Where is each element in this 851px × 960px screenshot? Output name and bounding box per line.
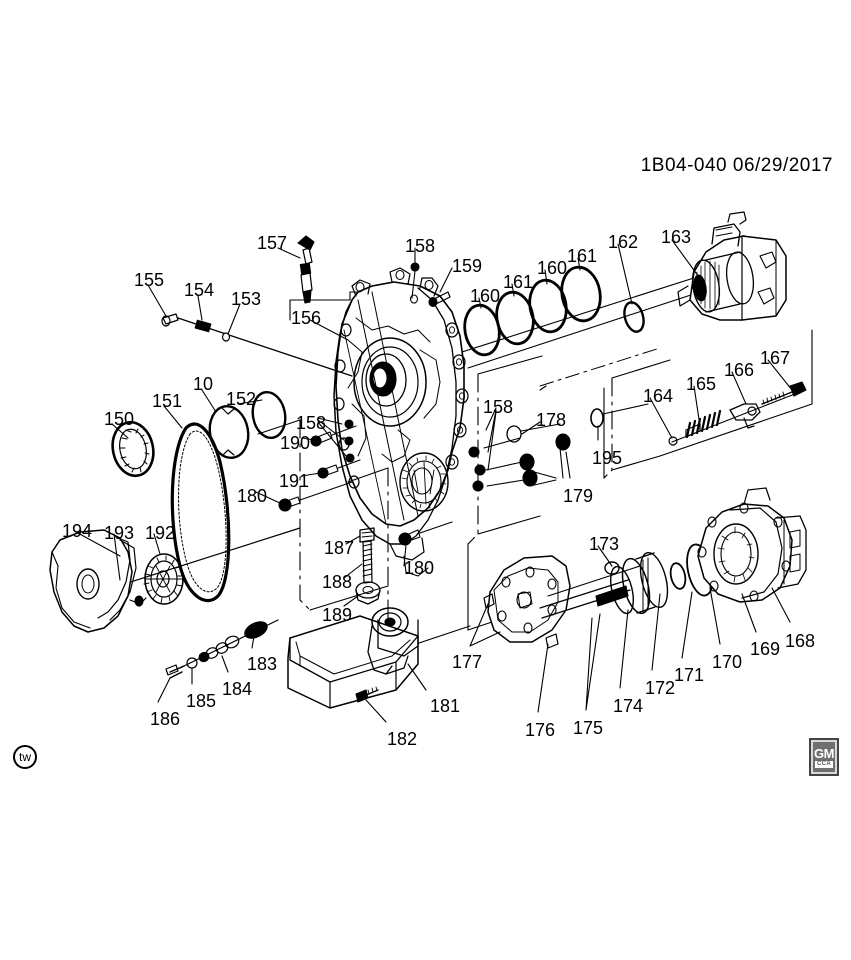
callout-177: 177 xyxy=(452,652,483,672)
callout-158a: 158 xyxy=(405,236,436,256)
callout-187: 187 xyxy=(324,538,355,558)
callout-173: 173 xyxy=(589,534,620,554)
part-151-chain xyxy=(170,422,231,603)
drawing-code-label: 1B04-040 06/29/2017 xyxy=(640,155,833,176)
callout-157: 157 xyxy=(257,233,288,253)
main-shaft xyxy=(461,275,701,387)
callout-166: 166 xyxy=(724,360,755,380)
leader-lines xyxy=(75,239,793,723)
callout-151: 151 xyxy=(152,391,183,411)
callout-10: 10 xyxy=(193,374,214,394)
callout-174: 174 xyxy=(613,696,644,716)
callout-171: 171 xyxy=(674,665,705,685)
parts-183-186-shaft xyxy=(165,619,279,679)
callout-165: 165 xyxy=(686,374,717,394)
callout-183: 183 xyxy=(247,654,278,674)
callout-160a: 160 xyxy=(470,286,501,306)
callout-156: 156 xyxy=(291,308,322,328)
callout-161b: 161 xyxy=(567,246,598,266)
callout-179: 179 xyxy=(563,486,594,506)
callout-162: 162 xyxy=(608,232,639,252)
callout-164: 164 xyxy=(643,386,674,406)
callout-168: 168 xyxy=(785,631,816,651)
callout-175: 175 xyxy=(573,718,604,738)
callout-167: 167 xyxy=(760,348,791,368)
callout-154: 154 xyxy=(184,280,215,300)
callout-192: 192 xyxy=(145,523,176,543)
callout-155: 155 xyxy=(134,270,165,290)
parts-160-161-rings xyxy=(463,265,602,357)
callout-180b: 180 xyxy=(404,558,435,578)
parts-164-167-spring-bolt xyxy=(668,381,807,446)
callout-161a: 161 xyxy=(503,272,534,292)
callout-188: 188 xyxy=(322,572,353,592)
part-152-ring xyxy=(251,390,287,440)
callout-190: 190 xyxy=(280,433,311,453)
callout-182: 182 xyxy=(387,729,418,749)
callout-169: 169 xyxy=(750,639,781,659)
parts-190-191-bolts xyxy=(278,425,453,546)
section-frame-lines xyxy=(257,329,813,651)
part-10-ring xyxy=(208,404,250,460)
callout-163: 163 xyxy=(661,227,692,247)
callout-159: 159 xyxy=(452,256,483,276)
part-159-pin xyxy=(428,291,451,308)
gm-logo: GM CCA xyxy=(809,738,839,776)
callout-152: 152 xyxy=(226,389,257,409)
part-150-seal xyxy=(111,420,155,478)
callout-181: 181 xyxy=(430,696,461,716)
part-163-actuator-motor xyxy=(677,211,787,321)
callout-180a: 180 xyxy=(237,486,268,506)
tw-circle-mark: tw xyxy=(13,745,37,769)
callout-178: 178 xyxy=(536,410,567,430)
callout-170: 170 xyxy=(712,652,743,672)
callout-189: 189 xyxy=(322,605,353,625)
part-194-chain-guide xyxy=(49,529,147,633)
callout-176: 176 xyxy=(525,720,556,740)
callout-184: 184 xyxy=(222,679,253,699)
callout-158c: 158 xyxy=(483,397,514,417)
callout-158b: 158 xyxy=(296,413,327,433)
callout-194: 194 xyxy=(62,521,93,541)
parts-168-177-assembly xyxy=(483,487,807,649)
callout-153: 153 xyxy=(231,289,262,309)
part-157-sensor xyxy=(289,235,361,321)
callout-185: 185 xyxy=(186,691,217,711)
callout-193: 193 xyxy=(104,523,135,543)
transfer-case-housing xyxy=(333,267,469,577)
callout-172: 172 xyxy=(645,678,676,698)
callout-191: 191 xyxy=(279,471,310,491)
part-193-shaft xyxy=(111,527,301,593)
callout-186: 186 xyxy=(150,709,181,729)
parts-181-182-pan xyxy=(287,607,419,709)
part-162-oring xyxy=(623,301,645,333)
part-192-sprocket xyxy=(143,553,184,605)
gm-logo-subtext: CCA xyxy=(815,760,833,768)
parts-178-179-195 xyxy=(483,403,649,487)
parts-158-bolts xyxy=(344,262,486,492)
part-153-155-dipstick xyxy=(161,313,353,377)
callout-195: 195 xyxy=(592,448,623,468)
gm-logo-text: GM xyxy=(814,745,834,761)
callout-150: 150 xyxy=(104,409,135,429)
callout-160b: 160 xyxy=(537,258,568,278)
